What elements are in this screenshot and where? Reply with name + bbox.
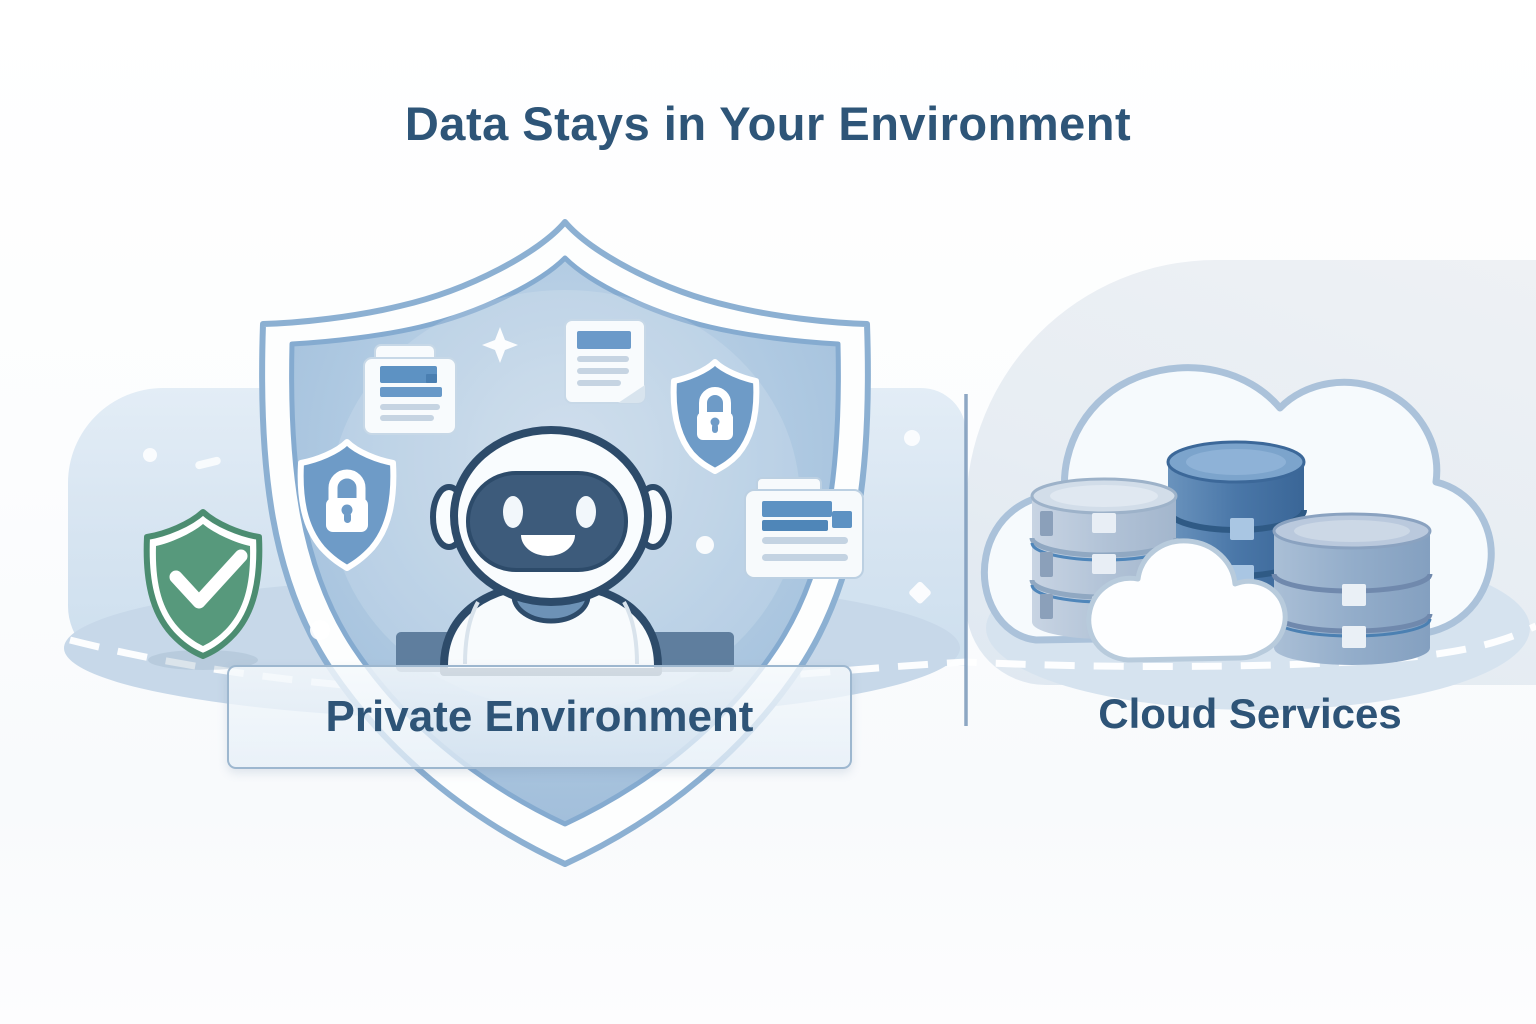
sparkle-icon xyxy=(482,327,518,363)
cloud-services-label: Cloud Services xyxy=(1098,690,1402,737)
document-folder-icon xyxy=(744,477,864,579)
cloud-services-group xyxy=(980,364,1495,665)
small-cloud-icon xyxy=(1086,538,1288,663)
padlock-shield-icon-small xyxy=(297,439,397,571)
green-check-shield-icon xyxy=(143,509,263,670)
note-document-icon xyxy=(564,319,646,404)
private-environment-group xyxy=(143,219,931,867)
robot-assistant-icon xyxy=(396,426,734,676)
private-environment-label-text: Private Environment xyxy=(325,692,754,741)
page-title: Data Stays in Your Environment xyxy=(404,97,1132,150)
padlock-shield-icon-large xyxy=(670,359,760,474)
database-stack-medium-icon xyxy=(1271,512,1433,665)
folder-document-icon xyxy=(363,344,457,435)
private-environment-label: Private Environment xyxy=(227,665,852,769)
dot-particles xyxy=(143,430,931,640)
